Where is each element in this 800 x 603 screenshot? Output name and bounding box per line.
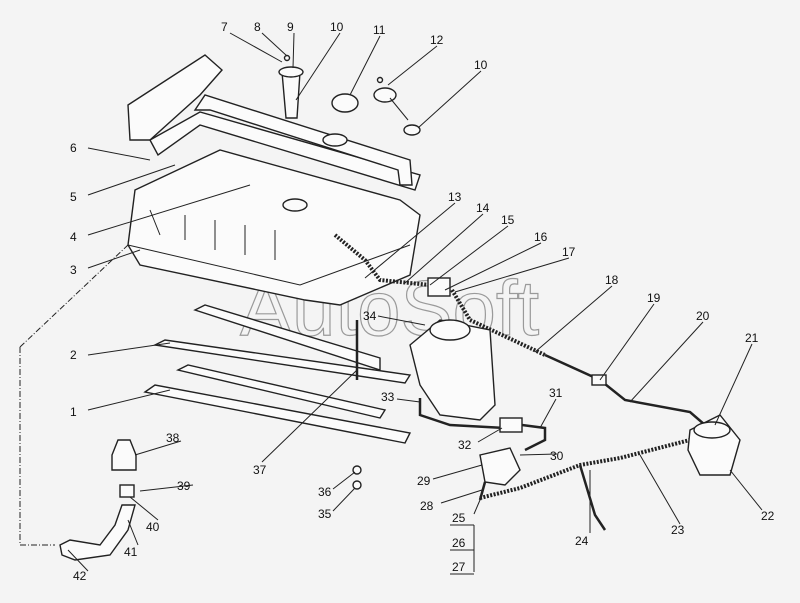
callout-40: 40: [146, 520, 160, 534]
callout-33: 33: [381, 390, 395, 404]
valve-clamp: [119, 484, 135, 498]
carburetor-top: [429, 319, 471, 341]
gasket: [403, 124, 421, 136]
callout-3: 3: [70, 263, 77, 277]
callout-35: 35: [318, 507, 332, 521]
fuel-tank: [127, 149, 421, 306]
callout-34: 34: [363, 309, 377, 323]
callout-11: 11: [373, 23, 386, 37]
callout-26: 26: [452, 536, 466, 550]
tank-cap-seat: [282, 198, 308, 212]
callout-38: 38: [166, 431, 180, 445]
callout-31: 31: [549, 386, 563, 400]
fuel-filter-fitting: [427, 277, 451, 297]
callout-12: 12: [430, 33, 444, 47]
callout-19: 19: [647, 291, 661, 305]
callout-25: 25: [452, 511, 466, 525]
leader-lines: [67, 32, 763, 572]
gauge-unit: [373, 87, 397, 103]
callout-41: 41: [124, 545, 138, 559]
callout-underlines: [450, 524, 474, 575]
tank-frame: [149, 111, 421, 191]
callout-labels: 7 8 9 10 11 12 10 6 5 4 3 13 14 15 16 17…: [70, 20, 775, 583]
callout-15: 15: [501, 213, 515, 227]
callout-10: 10: [330, 20, 344, 34]
callout-17: 17: [562, 245, 576, 259]
callout-1: 1: [70, 405, 77, 419]
filler-neck: [322, 133, 348, 147]
callout-32: 32: [458, 438, 472, 452]
gauge-wire: [389, 97, 409, 121]
support-bar-1: [143, 384, 412, 444]
callout-14: 14: [476, 201, 490, 215]
fuel-cap: [331, 93, 359, 113]
callout-21: 21: [745, 331, 759, 345]
tank-ribs: [149, 209, 276, 260]
heat-shield: [127, 54, 223, 141]
callout-29: 29: [417, 474, 431, 488]
sender-flange: [278, 66, 304, 78]
callout-39: 39: [177, 479, 191, 493]
line-31: [521, 423, 547, 452]
vent-hose: [59, 504, 136, 561]
callout-42: 42: [73, 569, 87, 583]
fuel-sender: [281, 71, 301, 119]
callout-8: 8: [254, 20, 261, 34]
callout-22: 22: [761, 509, 775, 523]
callout-27: 27: [452, 560, 466, 574]
support-bar-2: [152, 339, 412, 384]
callout-16: 16: [534, 230, 548, 244]
vacuum-valve: [111, 439, 137, 471]
dashdot-reference: [19, 244, 129, 546]
support-bar-upper: [193, 304, 381, 371]
fuel-hose-17: [450, 288, 546, 357]
callout-24: 24: [575, 534, 589, 548]
callout-5: 5: [70, 190, 77, 204]
callout-23: 23: [671, 523, 685, 537]
callout-30: 30: [550, 449, 564, 463]
callout-4: 4: [70, 230, 77, 244]
fuel-pump: [479, 447, 521, 486]
callout-28: 28: [420, 499, 434, 513]
callout-13: 13: [448, 190, 462, 204]
inline-filter: [591, 374, 607, 386]
screw: [283, 54, 291, 62]
fuel-filter-32: [499, 417, 523, 433]
line-33: [418, 398, 506, 430]
module-flange: [693, 421, 731, 439]
support-bar-3: [175, 364, 387, 419]
tank-seam: [127, 244, 411, 286]
callout-7: 7: [221, 20, 228, 34]
callout-10b: 10: [474, 58, 488, 72]
nut: [352, 480, 362, 490]
line-24: [578, 464, 607, 531]
callout-18: 18: [605, 273, 619, 287]
screw-12: [376, 76, 384, 84]
callout-37: 37: [253, 463, 267, 477]
callout-2: 2: [70, 348, 77, 362]
tank-handle: [193, 94, 413, 186]
callout-9: 9: [287, 20, 294, 34]
callout-36: 36: [318, 485, 332, 499]
fuel-line: [544, 353, 706, 426]
callout-6: 6: [70, 141, 77, 155]
callout-20: 20: [696, 309, 710, 323]
pump-lever: [478, 481, 487, 501]
